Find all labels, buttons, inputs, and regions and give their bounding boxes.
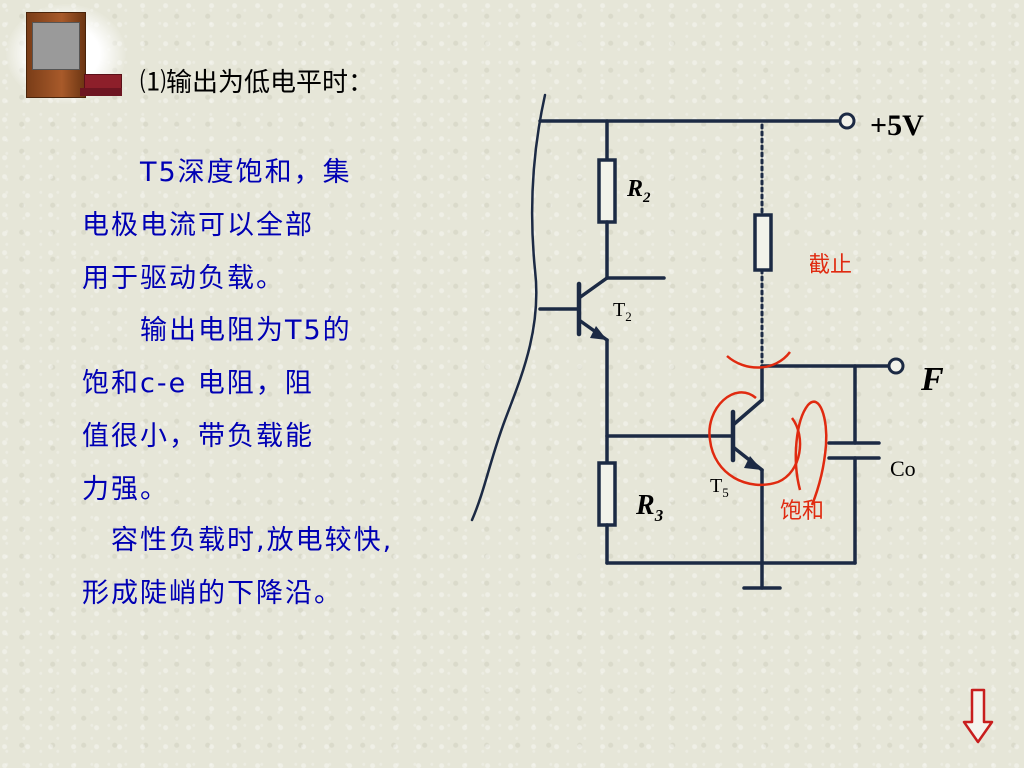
t2-collector-lead xyxy=(577,276,609,300)
t5-circle-mark xyxy=(708,391,802,487)
book-cover-lower xyxy=(80,88,122,96)
supply-label: +5V xyxy=(870,109,924,142)
saturation-label: 饱和 xyxy=(780,499,824,524)
paragraph-capacitive-load: 容性负载时,放电较快, 形成陡峭的下降沿。 xyxy=(82,514,442,620)
r2-label: R2 xyxy=(626,176,651,206)
text-line: 用于驱动负载。 xyxy=(82,263,285,294)
saturation-curve-mark xyxy=(794,400,828,506)
bracket-curve xyxy=(470,93,547,522)
t2-label: T2 xyxy=(613,299,632,324)
cutoff-label-mask xyxy=(780,250,810,280)
text-line: 值很小，带负载能 xyxy=(82,421,314,452)
text-line: 输出电阻为T5的 xyxy=(82,315,352,346)
text-line: T5深度饱和，集 xyxy=(82,157,352,188)
text-line: 容性负载时,放电较快, xyxy=(82,525,394,556)
r3-label: R3 xyxy=(635,490,664,525)
book-label xyxy=(32,22,80,70)
text-line: 力强。 xyxy=(82,474,169,505)
t5-emitter-arrow xyxy=(744,456,762,470)
output-label: F xyxy=(920,361,944,398)
text-line: 形成陡峭的下降沿。 xyxy=(82,578,343,609)
slide-title: ⑴输出为低电平时： xyxy=(140,68,375,98)
t5-collector-lead xyxy=(731,398,764,427)
down-arrow-icon[interactable] xyxy=(962,688,994,744)
text-line: 电极电流可以全部 xyxy=(82,210,314,241)
cutoff-label: 截止 xyxy=(808,253,852,278)
cutoff-mark xyxy=(726,351,791,369)
text-line: 饱和c-e 电阻，阻 xyxy=(82,368,314,399)
resistor-r2 xyxy=(597,158,617,224)
t5-label: T5 xyxy=(710,475,729,500)
t2-emitter-arrow xyxy=(590,326,607,340)
supply-terminal xyxy=(838,112,856,130)
resistor-r4 xyxy=(753,213,773,272)
capacitor-label: Co xyxy=(890,456,916,481)
output-terminal xyxy=(887,357,905,375)
resistor-r3 xyxy=(597,461,617,527)
paragraph-saturation: T5深度饱和，集 电极电流可以全部 用于驱动负载。 xyxy=(82,146,442,305)
paragraph-output-resistance: 输出电阻为T5的 饱和c-e 电阻，阻 值很小，带负载能 力强。 xyxy=(82,304,442,516)
book-icon xyxy=(6,4,126,104)
